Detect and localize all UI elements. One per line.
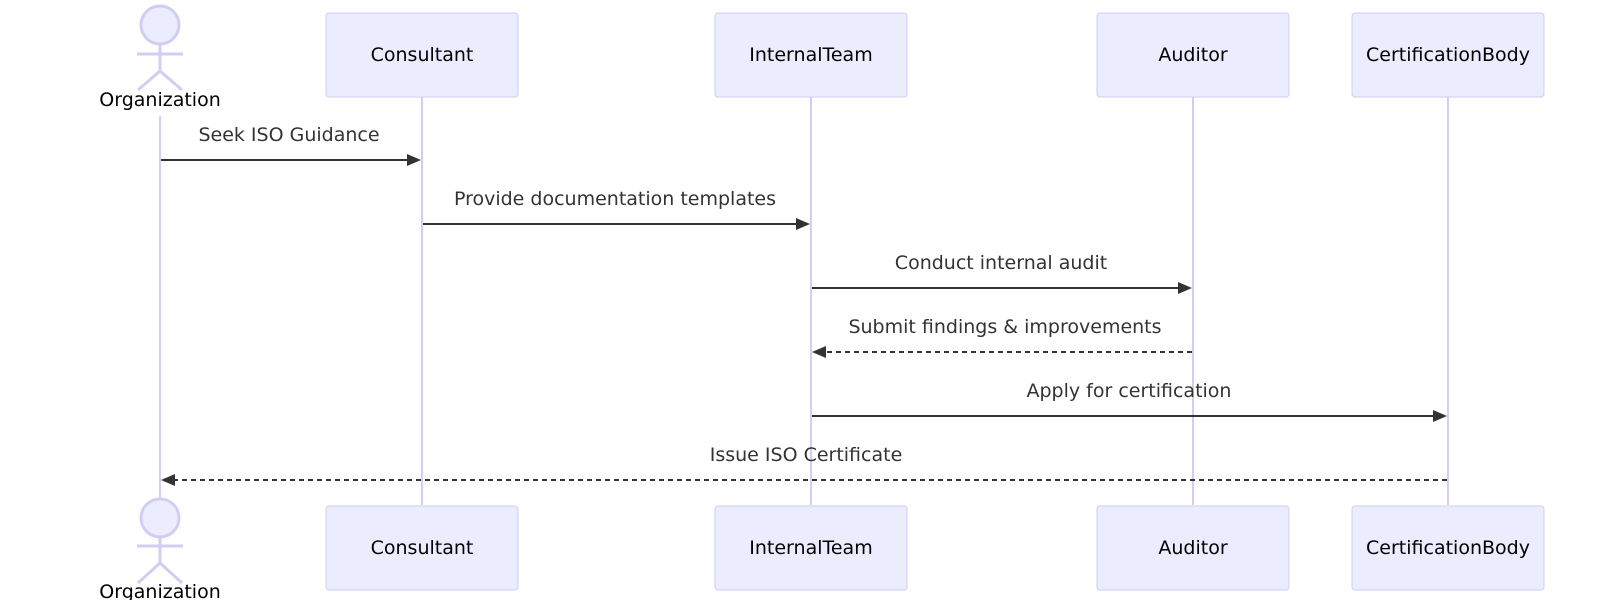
participant-label: Auditor [1158,44,1227,66]
actor-organization-top: Organization [99,4,221,111]
message-6: Issue ISO Certificate [161,444,1447,486]
message-label: Apply for certification [1027,380,1232,402]
participant-label: CertificationBody [1366,537,1530,559]
participant-label: InternalTeam [749,44,872,66]
arrowhead-icon [1178,282,1192,294]
arrowhead-icon [1433,410,1447,422]
participant-label: Organization [99,89,220,111]
participant-label: Consultant [371,537,474,559]
message-1: Seek ISO Guidance [161,124,421,166]
participant-internalteam-top: InternalTeam [714,12,908,98]
participant-auditor-top: Auditor [1096,12,1290,98]
participant-consultant-top: Consultant [325,12,519,98]
arrowhead-icon [812,346,826,358]
message-label: Provide documentation templates [454,188,776,210]
actor-organization-bottom: Organization [99,497,221,600]
arrowhead-icon [407,154,421,166]
arrowhead-icon [796,218,810,230]
participant-auditor-bottom: Auditor [1096,505,1290,591]
message-label: Conduct internal audit [895,252,1107,274]
participant-certificationbody-bottom: CertificationBody [1351,505,1545,591]
message-label: Seek ISO Guidance [198,124,379,146]
actor-icon [136,497,184,585]
arrowhead-icon [161,474,175,486]
message-4: Submit findings & improvements [812,316,1192,358]
participant-label: Auditor [1158,537,1227,559]
message-label: Submit findings & improvements [848,316,1161,338]
message-label: Issue ISO Certificate [710,444,903,466]
participant-certificationbody-top: CertificationBody [1351,12,1545,98]
participant-internalteam-bottom: InternalTeam [714,505,908,591]
message-2: Provide documentation templates [423,188,810,230]
message-5: Apply for certification [812,380,1447,422]
message-3: Conduct internal audit [812,252,1192,294]
participant-label: CertificationBody [1366,44,1530,66]
participant-consultant-bottom: Consultant [325,505,519,591]
participant-label: Organization [99,581,220,600]
actor-icon [137,4,183,92]
participant-label: InternalTeam [749,537,872,559]
participant-label: Consultant [371,44,474,66]
